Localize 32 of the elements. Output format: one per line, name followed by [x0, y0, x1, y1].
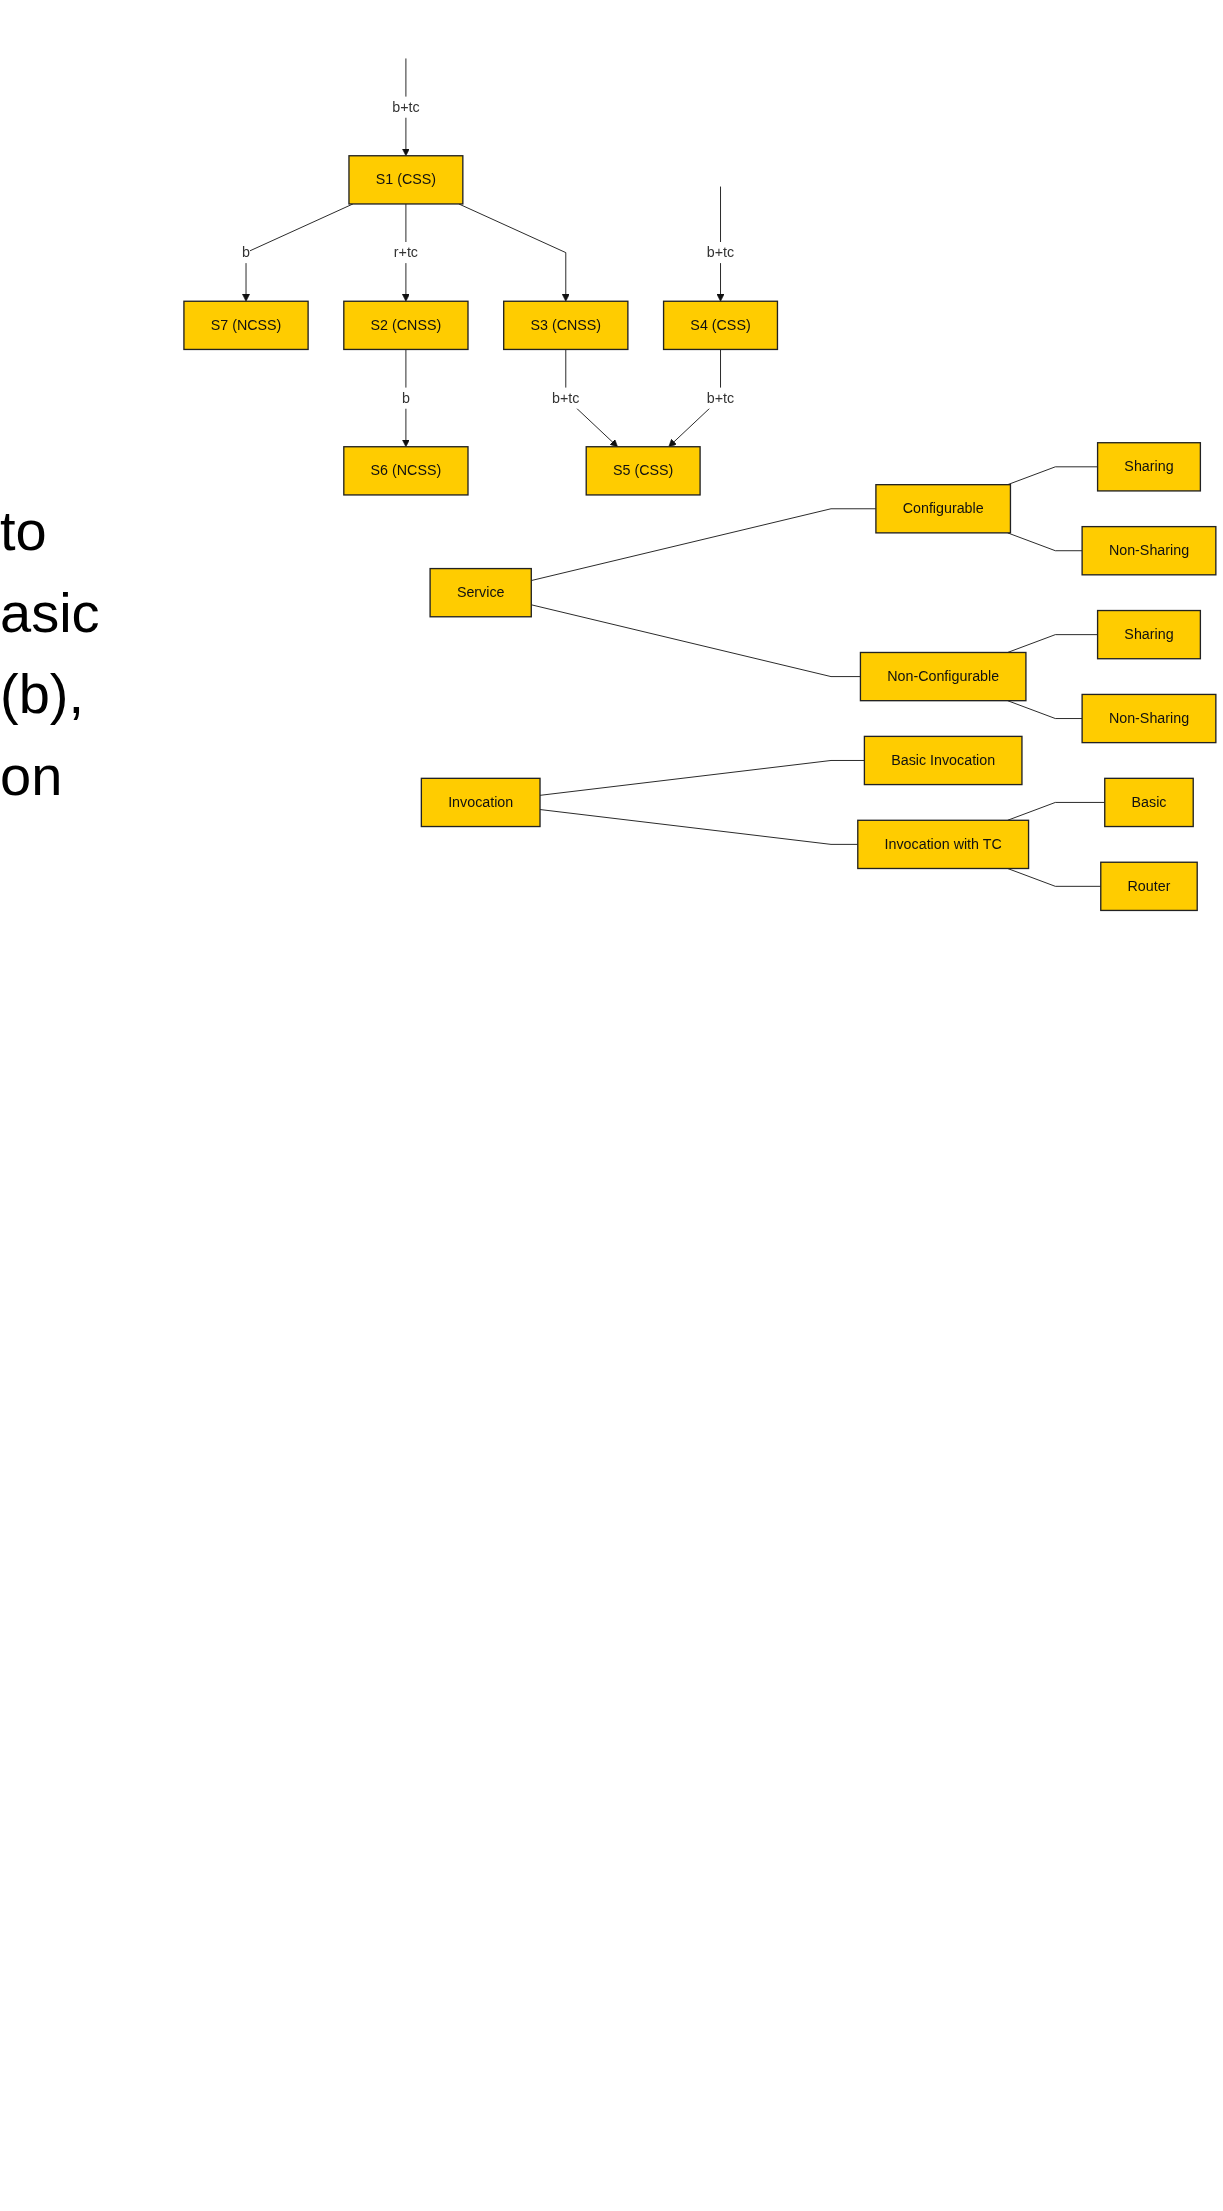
connector: [1007, 532, 1083, 552]
node-box: Service: [429, 567, 532, 618]
node-box: Invocation: [420, 777, 541, 828]
text-fragment: asic: [0, 581, 101, 644]
node-box: Basic Invocation: [863, 735, 1023, 786]
edge-label: r+tc: [393, 244, 419, 260]
edge-label: b: [401, 390, 410, 406]
node-box: Non-Sharing: [1081, 525, 1217, 576]
edge-label: b+tc: [552, 390, 580, 406]
node-box: S6 (NCSS): [343, 446, 469, 496]
edge-label: b+tc: [706, 390, 735, 406]
edge-label: b+tc: [706, 244, 735, 260]
text-fragment: to: [0, 500, 48, 562]
connector: [1007, 700, 1083, 719]
node-box: Invocation with TC: [857, 819, 1030, 870]
node-box: Basic: [1104, 777, 1194, 828]
node-box: S3 (CNSS): [503, 300, 629, 351]
edge-label: b+tc: [392, 99, 420, 115]
text-fragment: on: [0, 744, 64, 807]
node-box: S1 (CSS): [348, 155, 464, 205]
node-box: Sharing: [1096, 609, 1202, 660]
node-box: S2 (CNSS): [343, 300, 469, 351]
node-box: Configurable: [875, 484, 1012, 534]
node-box: Sharing: [1096, 442, 1202, 492]
node-box: Non-Configurable: [859, 651, 1027, 702]
edge-label: b: [242, 244, 250, 260]
node-box: S5 (CSS): [585, 446, 701, 496]
node-box: Router: [1100, 861, 1198, 912]
node-box: S7 (NCSS): [183, 300, 309, 351]
node-box: S4 (CSS): [662, 300, 779, 351]
node-box: Non-Sharing: [1081, 693, 1217, 744]
text-fragment: (b),: [0, 663, 85, 725]
